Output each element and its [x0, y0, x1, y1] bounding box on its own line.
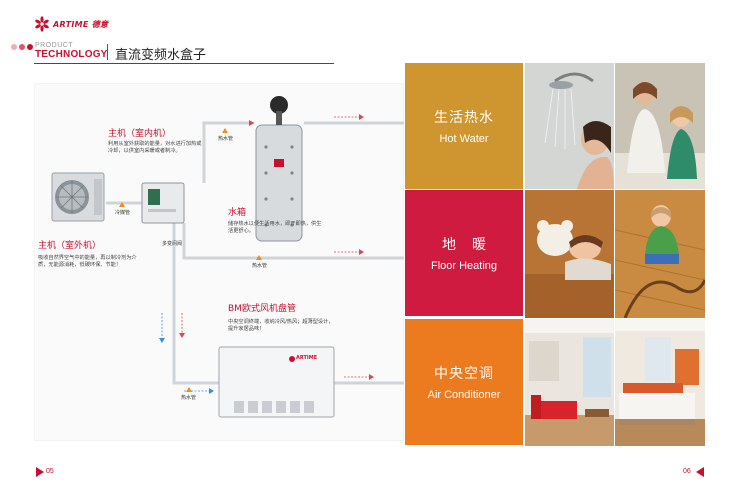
diagram-drawing [34, 83, 404, 441]
outdoor-unit-description: 吸收自然界空气中的能量，再以制冷剂为介质，无能源消耗，低碳环保、节能！ [38, 255, 137, 269]
water-tank-title: 水箱 [228, 208, 247, 218]
refrigerant-pipe-tag: 冷媒管 [115, 210, 131, 216]
system-diagram: 主机（室内机） 利用从室外获取的能量，对水进行加热或冷却，以供室内采暖或者制冷。… [34, 83, 404, 441]
hot-water-pipe-marker-icon [256, 255, 262, 260]
brand-logo: ARTIME 德意 [34, 16, 108, 32]
panel-floor-heating: 地暖 Floor Heating [405, 190, 523, 316]
hot-water-pipe-tag-2: 热水管 [252, 263, 268, 269]
photo-living-room [525, 319, 614, 446]
water-tank-description: 储存热水以便生活用水，即开即热，供生活更舒心。 [228, 221, 322, 235]
refrigerant-pipe-marker-icon [119, 202, 125, 207]
panel-hot-water-zh: 生活热水 [434, 110, 494, 126]
flower-logo-icon [35, 16, 49, 32]
photo-bedroom [615, 319, 705, 446]
panel-air-conditioner-zh: 中央空调 [434, 366, 494, 382]
page-left-marker-icon [36, 467, 44, 477]
fan-coil-brand: ARTIME [296, 355, 318, 361]
panel-floor-heating-zh: 地暖 [442, 237, 502, 253]
logo-text: ARTIME 德意 [53, 19, 109, 29]
decorative-dots [11, 44, 33, 50]
photo-shower [525, 63, 614, 189]
product-label: PRODUCT [35, 42, 74, 49]
panel-air-conditioner: 中央空调 Air Conditioner [405, 319, 523, 445]
panel-hot-water: 生活热水 Hot Water [405, 63, 523, 189]
photo-kitchen [615, 63, 705, 189]
panel-air-conditioner-en: Air Conditioner [427, 389, 501, 401]
page-number-left: 05 [46, 468, 54, 475]
panel-floor-heating-en: Floor Heating [430, 260, 498, 272]
photo-child-with-teddy-bear [525, 190, 614, 318]
header-rule [34, 63, 334, 64]
hot-water-pipe-marker-icon [186, 387, 192, 392]
technology-label: TECHNOLOGY [35, 49, 108, 60]
hot-water-pipe-marker-icon [222, 128, 228, 133]
fan-coil-description: 中央空调终端，收纳冷风/热风；超薄型设计，提升家居品味！ [228, 319, 334, 333]
header-separator [107, 44, 108, 60]
page-number-right: 06 [683, 468, 691, 475]
fan-coil-title: BM欧式风机盘管 [228, 304, 296, 314]
dot-dark [27, 44, 33, 50]
indoor-unit-title: 主机（室内机） [108, 129, 172, 139]
hot-water-pipe-tag-1: 热水管 [218, 136, 234, 142]
dot-light [11, 44, 17, 50]
photo-child-on-floor [615, 190, 705, 318]
outdoor-unit-title: 主机（室外机） [38, 241, 102, 251]
dot-medium [19, 44, 25, 50]
page-title: 直流变频水盒子 [115, 48, 207, 63]
indoor-unit-description: 利用从室外获取的能量，对水进行加热或冷却，以供室内采暖或者制冷。 [108, 141, 202, 155]
page-right-marker-icon [696, 467, 704, 477]
multi-valve-tag: 多变间阀 [162, 241, 183, 247]
hot-water-pipe-tag-3: 热水管 [181, 395, 197, 401]
panel-hot-water-en: Hot Water [439, 133, 489, 145]
